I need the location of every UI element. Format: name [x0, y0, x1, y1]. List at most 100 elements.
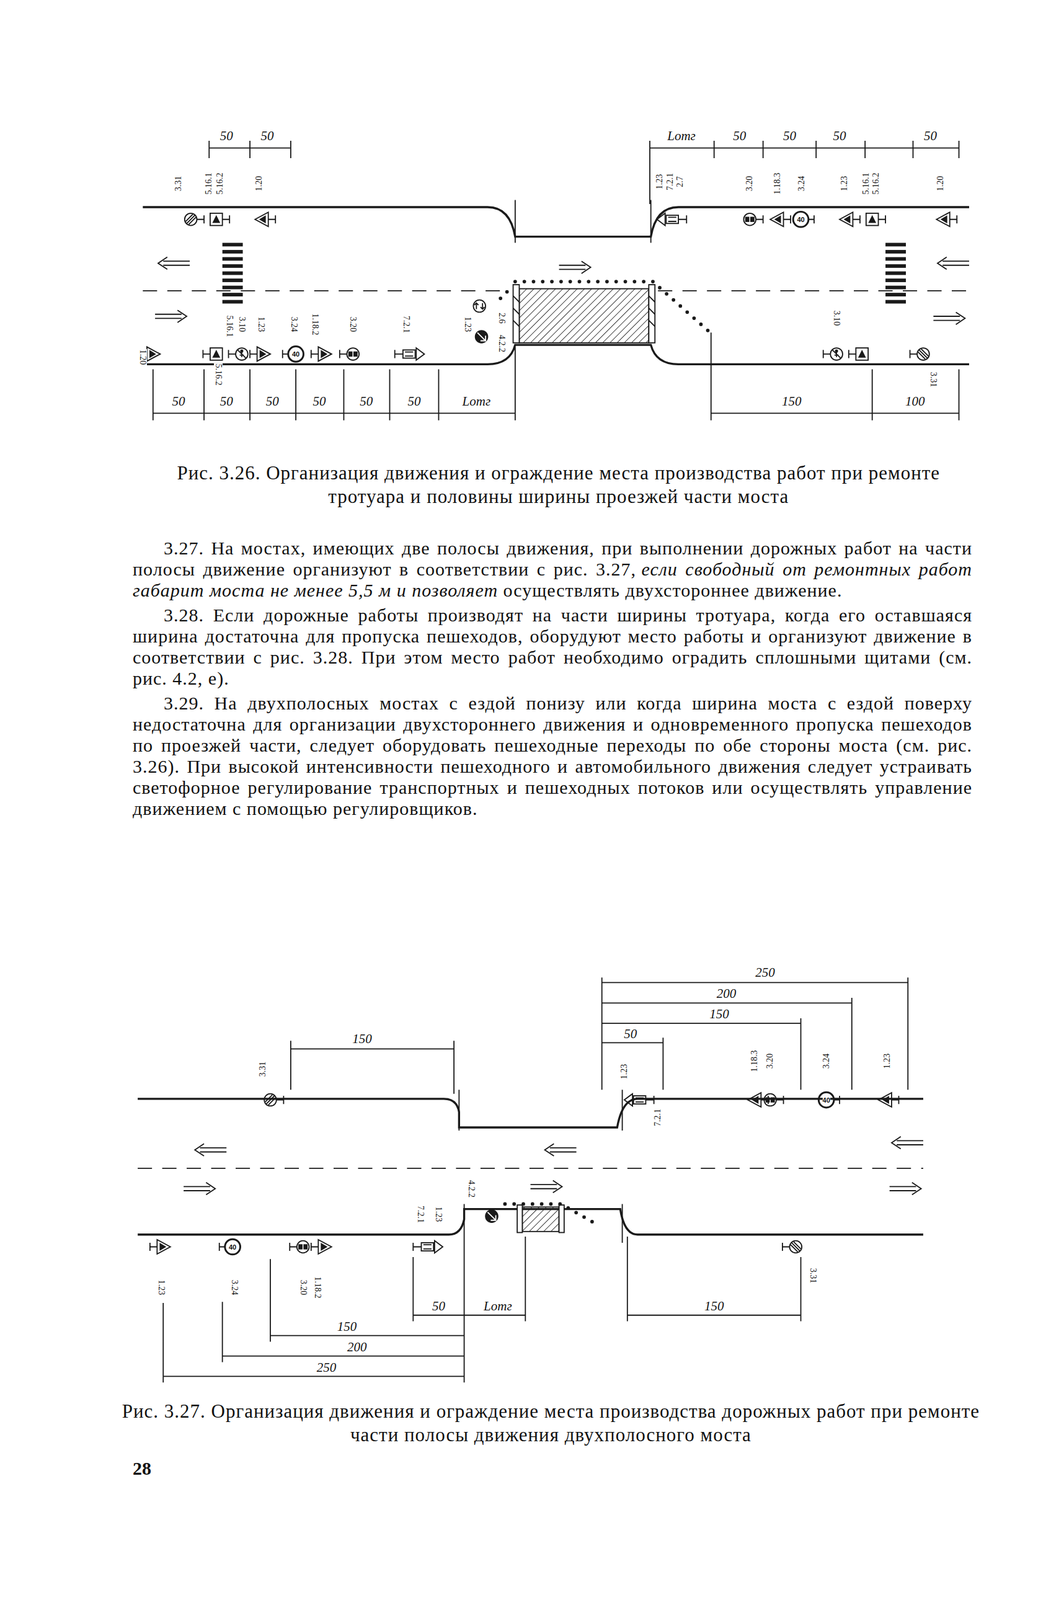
road-sign	[228, 347, 249, 361]
road-plan	[487, 1212, 496, 1221]
dimension-label: 250	[754, 965, 776, 979]
sign-code: 5.16.1	[225, 314, 234, 338]
body-text: осуществлять двухстороннее движение.	[502, 579, 843, 601]
road-plan	[222, 278, 244, 283]
dimension-line	[711, 332, 960, 420]
dimension-line	[208, 140, 291, 159]
road-plan	[222, 271, 244, 276]
sign-code: 3.24	[797, 175, 807, 193]
road-plan	[137, 1098, 924, 1128]
sign-code: 1.18.3	[750, 1049, 759, 1073]
road-plan	[885, 249, 906, 254]
body-paragraph: 3.28. Если дорожные работы производят на…	[132, 604, 973, 689]
road-plan	[222, 243, 906, 304]
road-plan	[222, 300, 244, 304]
road-sign	[264, 1093, 284, 1107]
sign-code: 3.20	[348, 316, 358, 333]
road-plan	[137, 1089, 924, 1243]
dimension-label: 50	[311, 394, 327, 408]
sign-code: 3.24	[289, 316, 299, 333]
sign-code: 3.31	[258, 1060, 268, 1078]
sign-code: 3.10	[832, 310, 841, 327]
dimension-label: 50	[623, 1026, 638, 1040]
road-sign	[289, 1240, 309, 1254]
sign-code: 1.18.2	[313, 1276, 322, 1299]
road-sign	[793, 211, 815, 227]
body-text: 3.28. Если дорожные работы производят на…	[132, 604, 973, 689]
sign-code: 1.23	[620, 1062, 629, 1080]
road-plan	[155, 310, 187, 323]
speed-value: 40	[228, 1243, 237, 1251]
sign-code: 1.23	[434, 1205, 443, 1223]
road-plan	[885, 271, 906, 276]
body-paragraph: 3.27. На мостах, имеющих две полосы движ…	[132, 537, 973, 601]
road-plan	[485, 1209, 498, 1223]
sign-code: 7.2.1	[416, 1204, 425, 1224]
sign-code: 1.18.2	[310, 313, 320, 337]
road-sign	[839, 212, 861, 227]
road-plan	[194, 1143, 227, 1156]
dimension-label: 200	[346, 1339, 368, 1353]
road-plan	[222, 243, 244, 247]
road-sign	[743, 213, 763, 226]
road-plan	[142, 207, 970, 237]
sign-code: 4.2.2	[466, 1179, 476, 1198]
dimension-line	[290, 1040, 454, 1094]
road-sign	[210, 213, 230, 226]
dimension-label: 50	[265, 394, 280, 408]
sign-code: 3.31	[808, 1266, 818, 1284]
sign-code: 3.24	[230, 1279, 239, 1296]
dimension-line	[163, 1315, 526, 1377]
road-sign	[818, 1091, 840, 1108]
dimension-label: 50	[219, 394, 234, 408]
sign-code: 1.20	[936, 175, 945, 193]
dimension-label: 50	[171, 394, 186, 408]
sign-code: 1.23	[463, 316, 472, 333]
road-plan	[504, 1203, 597, 1224]
sign-code: 3.20	[745, 175, 754, 193]
road-sign	[394, 347, 425, 361]
road-sign	[412, 1240, 443, 1254]
road-plan	[496, 292, 508, 304]
dimension-label: 50	[832, 128, 847, 142]
road-plan	[473, 300, 486, 313]
road-sign	[624, 1093, 655, 1107]
speed-value: 40	[822, 1096, 831, 1104]
road-plan	[937, 257, 970, 270]
sign-code: 5.16.2	[215, 172, 225, 196]
sign-code: 3.31	[174, 175, 183, 193]
figure-caption: Рис. 3.26. Организация движения и огражд…	[142, 461, 975, 509]
road-plan	[515, 199, 652, 243]
sign-code: 1.23	[840, 175, 849, 193]
dimension-label: 50	[219, 128, 234, 142]
road-plan	[889, 1182, 922, 1195]
road-sign	[139, 211, 957, 362]
sign-code: 3.20	[765, 1052, 775, 1070]
road-sign	[878, 1092, 900, 1107]
road-plan	[222, 249, 244, 254]
road-plan	[222, 257, 244, 262]
dimension-label: 100	[904, 394, 926, 408]
road-plan	[142, 344, 970, 364]
road-plan	[885, 243, 906, 247]
dimension-label: 250	[316, 1360, 338, 1374]
road-plan	[885, 257, 906, 262]
road-plan	[559, 1204, 565, 1233]
dimension-line	[627, 1236, 802, 1322]
road-sign	[782, 1240, 802, 1254]
dimension-line	[649, 140, 960, 204]
road-plan	[885, 292, 906, 297]
speed-value: 40	[796, 215, 805, 223]
road-plan	[515, 281, 709, 331]
dimension-line	[163, 977, 908, 1383]
road-plan	[513, 295, 656, 327]
road-sign	[848, 347, 869, 361]
sign-code: 1.20	[254, 175, 264, 193]
dimension-label: 50	[406, 394, 422, 408]
road-sign	[249, 346, 271, 361]
dimension-line	[153, 346, 516, 420]
road-sign	[747, 1092, 769, 1107]
page-number: 28	[132, 1458, 215, 1478]
dimension-line	[163, 1236, 526, 1383]
sign-code: 1.23	[882, 1052, 892, 1070]
